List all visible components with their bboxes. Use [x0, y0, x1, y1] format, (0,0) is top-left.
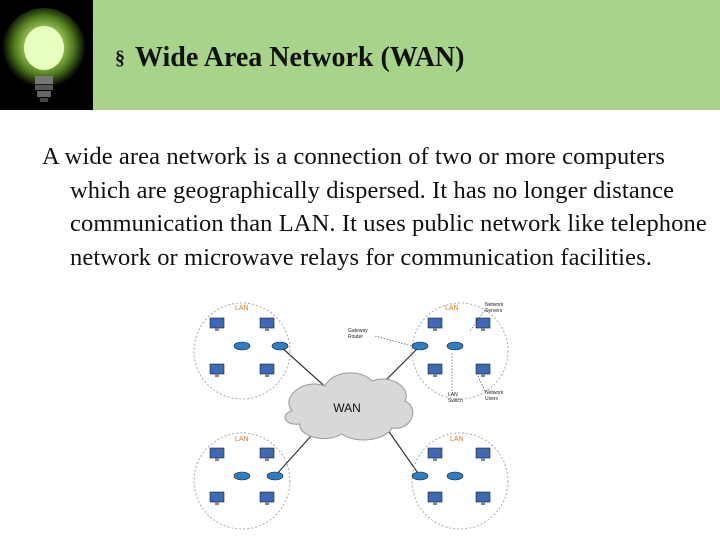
computer-icon: [427, 317, 443, 331]
computer-icon: [259, 447, 275, 461]
switch-icon: [233, 471, 251, 481]
body-paragraph: A wide area network is a connection of t…: [42, 143, 707, 271]
lan-circle-bottom-right: [411, 432, 509, 530]
computer-icon: [475, 363, 491, 377]
title-text: Wide Area Network (WAN): [135, 42, 465, 73]
computer-icon: [259, 363, 275, 377]
computer-icon: [427, 447, 443, 461]
wan-link-top-left: [279, 345, 331, 392]
computer-icon: [259, 491, 275, 505]
lan-groups: [193, 302, 509, 530]
router-icon: [266, 471, 284, 481]
computer-icon: [427, 491, 443, 505]
wan-link-bottom-right: [384, 425, 421, 477]
lightbulb-logo: [0, 0, 93, 110]
switch-icon: [233, 341, 251, 351]
lan-circle-bottom-left: [193, 432, 291, 530]
computer-icon: [209, 363, 225, 377]
lan-circle-top-right: [411, 302, 509, 400]
computer-icon: [259, 317, 275, 331]
lan-label-bottom-left: LAN: [235, 436, 249, 443]
computer-icon: [475, 447, 491, 461]
lightbulb-icon: [0, 0, 93, 110]
slide-title: § Wide Area Network (WAN): [115, 42, 464, 74]
switch-icon: [446, 341, 464, 351]
computer-icon: [475, 491, 491, 505]
router-icon: [411, 471, 429, 481]
lan-circle-top-left: [193, 302, 291, 400]
lan-label-top-left: LAN: [235, 305, 249, 312]
router-icon: [411, 341, 429, 351]
title-bullet: §: [115, 47, 125, 69]
computer-icon: [209, 491, 225, 505]
wan-diagram: LAN LAN LAN LAN WAN N: [193, 302, 509, 530]
header-band: [93, 0, 720, 110]
lan-label-top-right: LAN: [445, 305, 459, 312]
router-icon: [271, 341, 289, 351]
computer-icons: [209, 317, 491, 505]
wan-cloud: WAN: [284, 372, 414, 441]
lan-label-bottom-right: LAN: [450, 436, 464, 443]
computer-icon: [427, 363, 443, 377]
switch-icon: [446, 471, 464, 481]
computer-icon: [209, 447, 225, 461]
annotation-leaders: [374, 309, 486, 392]
wan-cloud-label: WAN: [333, 401, 361, 415]
router-icons: [233, 341, 464, 481]
computer-icon: [209, 317, 225, 331]
